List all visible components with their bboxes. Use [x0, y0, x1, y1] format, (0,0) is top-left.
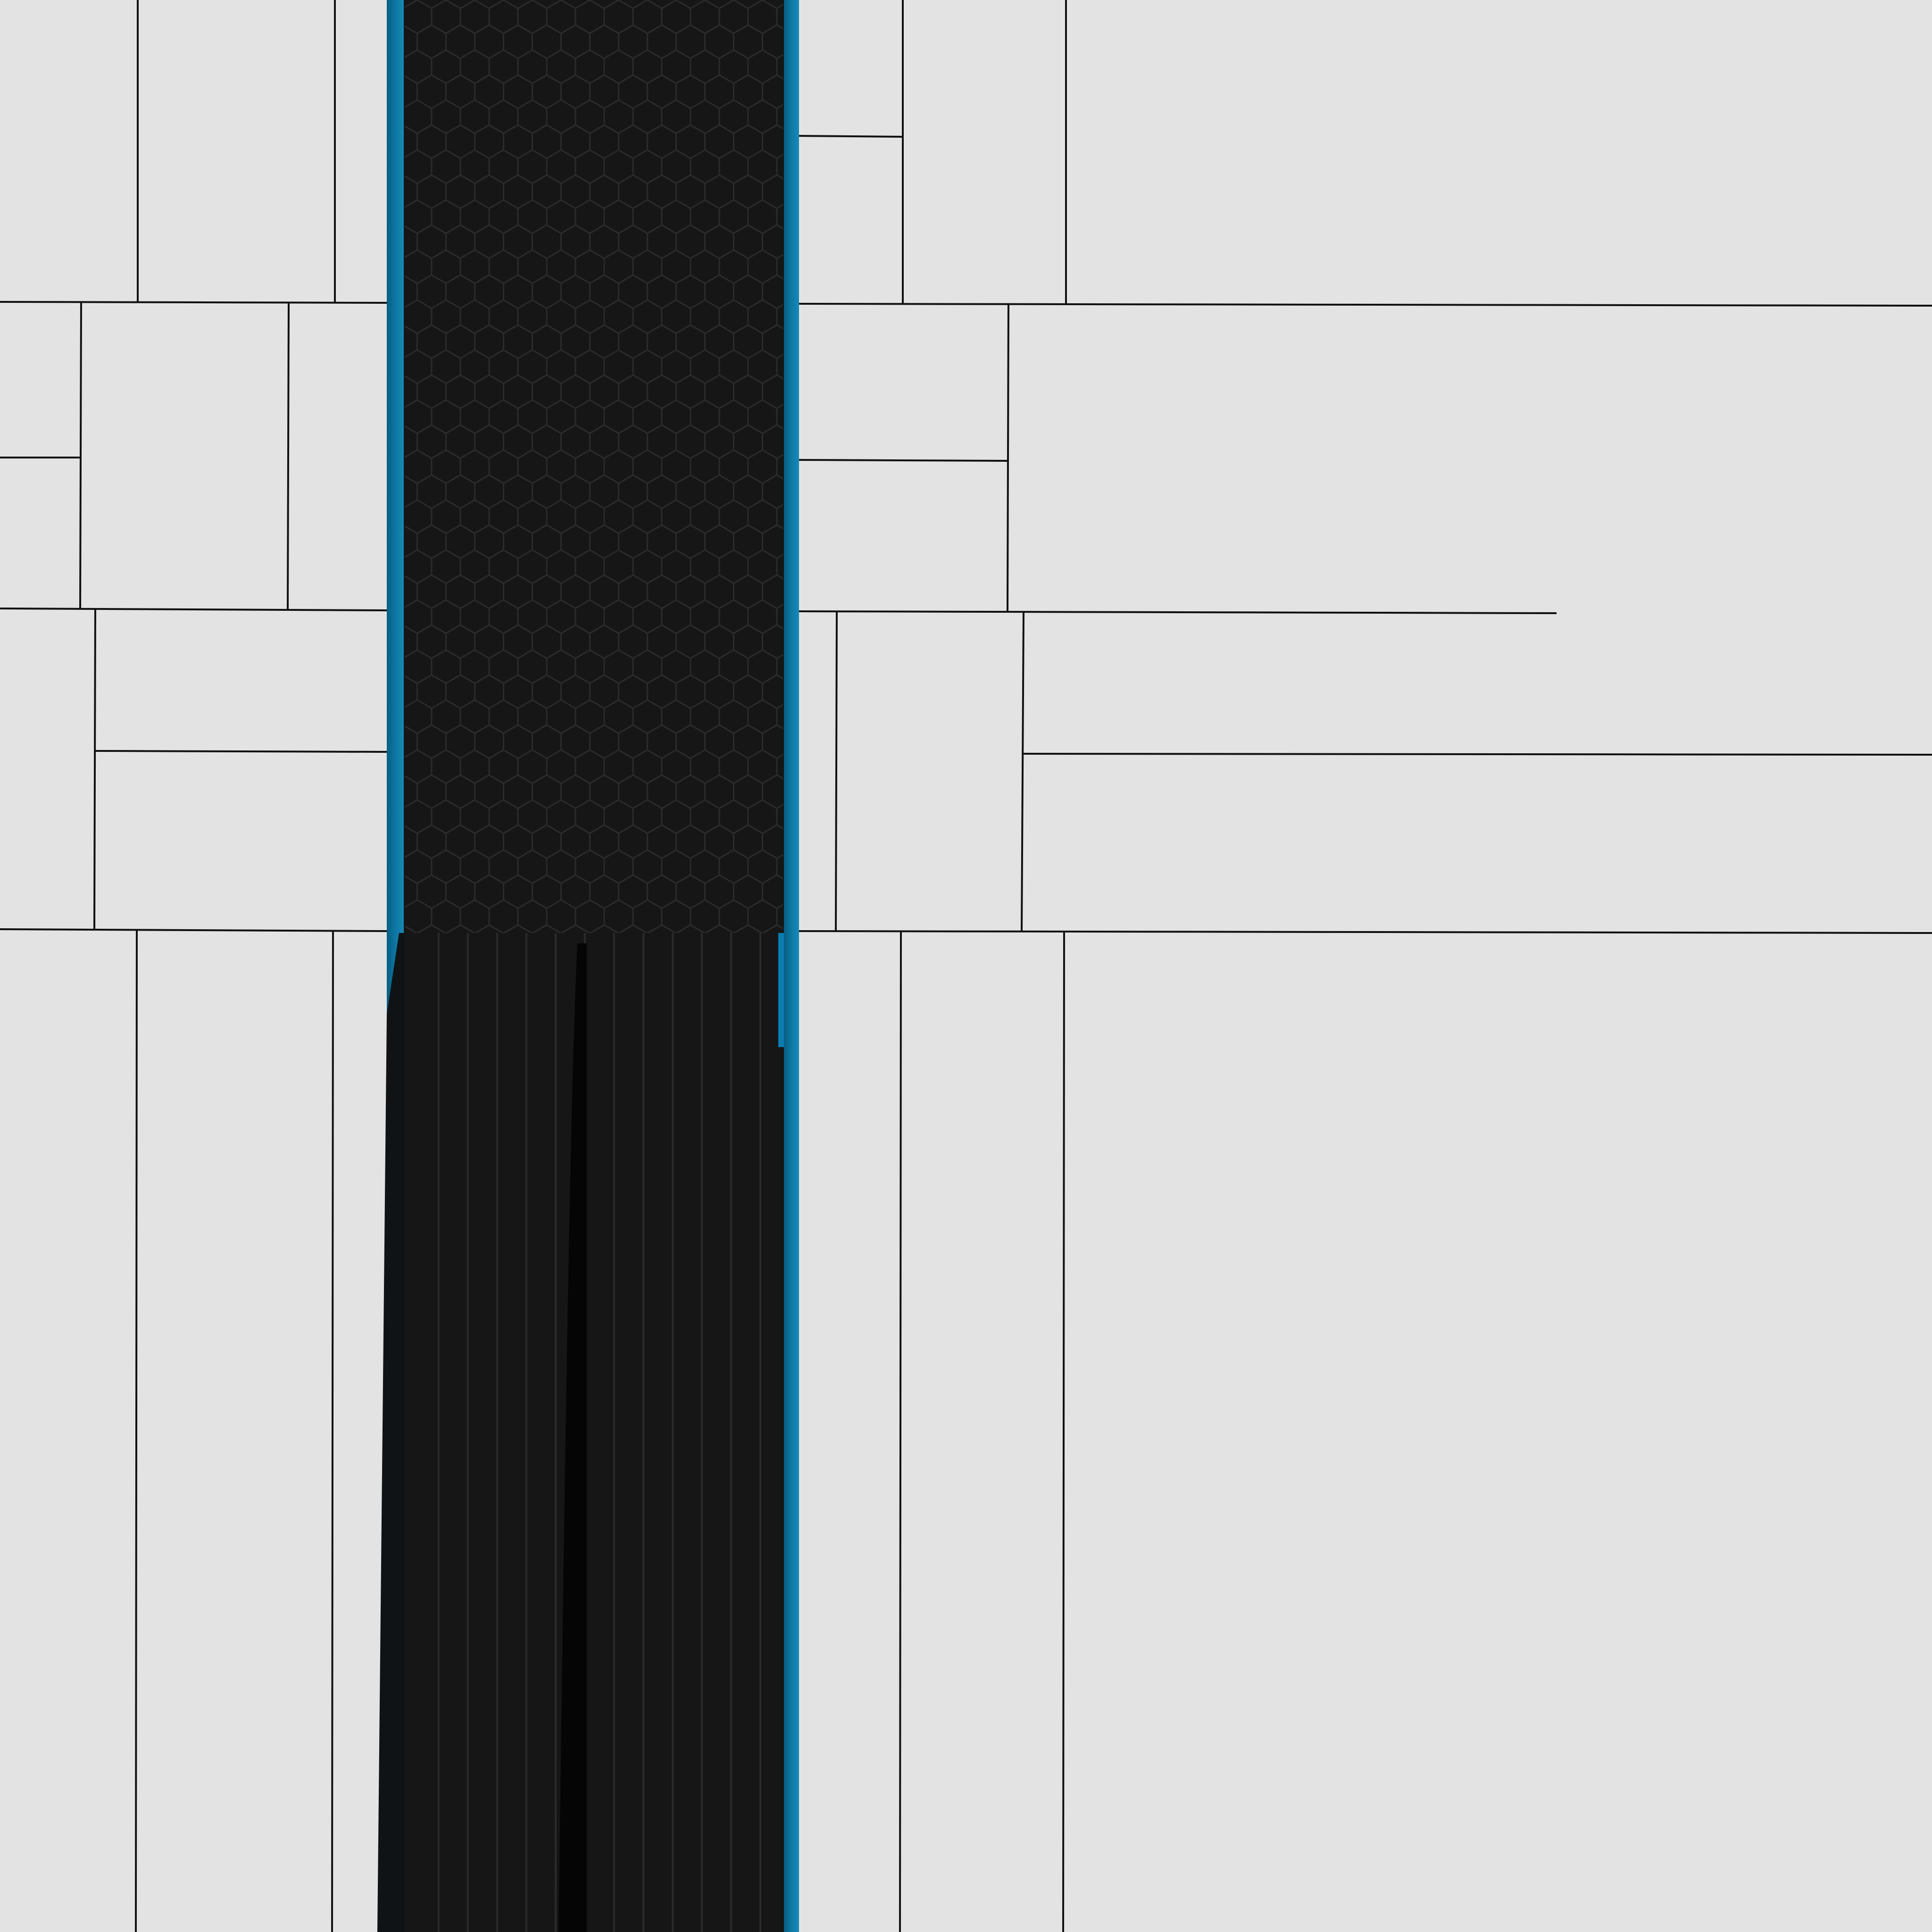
right-highlight-notch [778, 933, 784, 1047]
hexagon-grid-icon [405, 0, 783, 933]
right-panel-lines [797, 0, 1932, 1932]
dark-vertical-strip [377, 0, 799, 1932]
right-blue-edge [784, 0, 799, 1932]
left-shadow-wedge [377, 933, 405, 1932]
center-shadow-wedge [558, 943, 587, 1932]
left-panel-lines [0, 0, 387, 1932]
